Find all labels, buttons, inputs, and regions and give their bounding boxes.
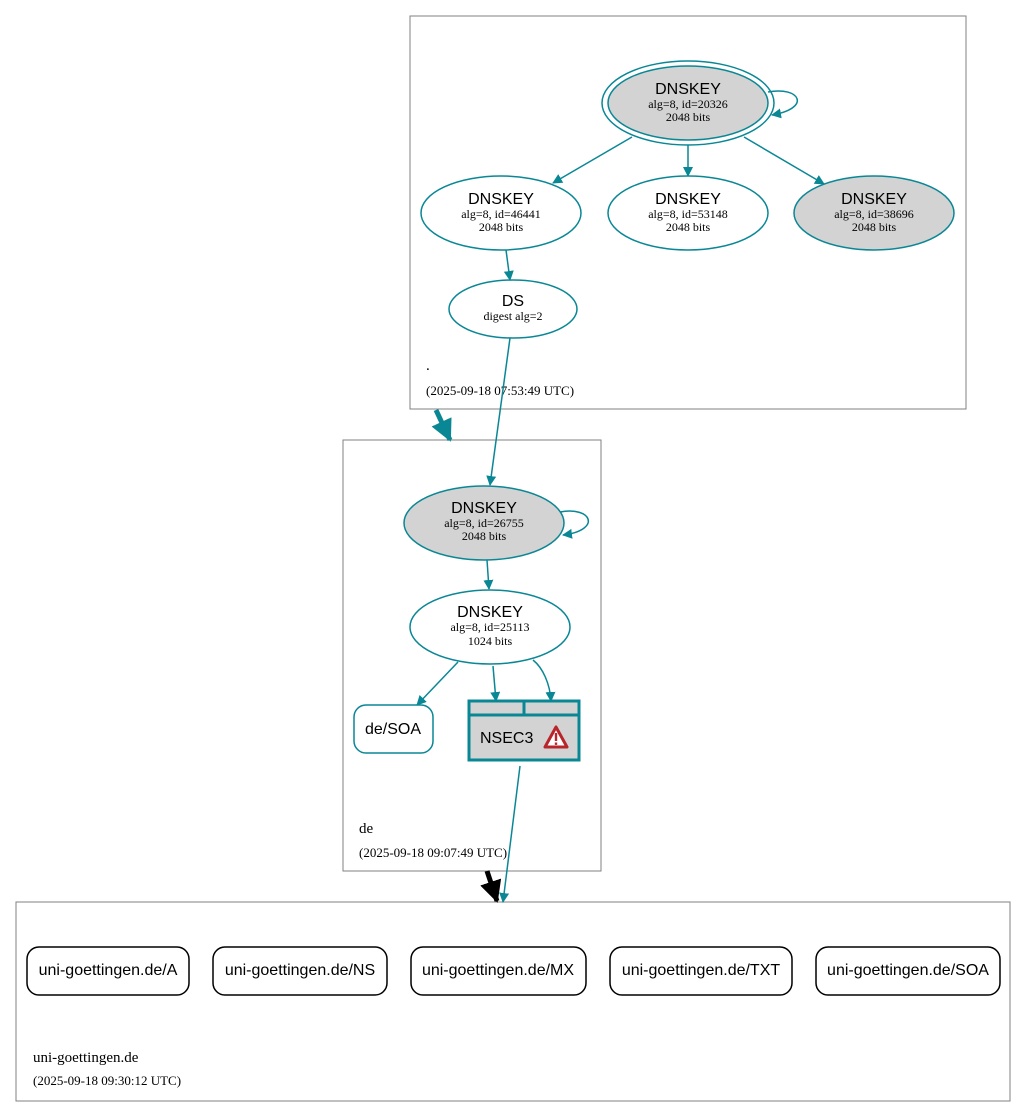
node-alg: alg=8, id=46441 xyxy=(461,207,541,221)
node-label: uni-goettingen.de/NS xyxy=(225,962,375,979)
node-alg: alg=8, id=53148 xyxy=(648,207,728,221)
node-uni-a[interactable]: uni-goettingen.de/A xyxy=(26,946,190,996)
zone-root-name: . xyxy=(426,358,430,374)
node-title: DNSKEY xyxy=(655,81,721,98)
node-label: de/SOA xyxy=(365,721,421,738)
zone-uni-name: uni-goettingen.de xyxy=(33,1050,139,1066)
node-label: uni-goettingen.de/SOA xyxy=(827,962,989,979)
node-alg: alg=8, id=20326 xyxy=(648,97,728,111)
node-de-ksk-26755[interactable]: DNSKEY alg=8, id=26755 2048 bits xyxy=(403,485,565,561)
node-uni-soa[interactable]: uni-goettingen.de/SOA xyxy=(815,946,1001,996)
node-uni-ns[interactable]: uni-goettingen.de/NS xyxy=(212,946,388,996)
node-bits: 2048 bits xyxy=(852,220,897,234)
edge-nsec3-uni xyxy=(499,765,521,903)
node-de-nsec3[interactable]: NSEC3 xyxy=(467,699,581,762)
node-de-soa[interactable]: de/SOA xyxy=(353,704,434,754)
node-bits: 2048 bits xyxy=(666,110,711,124)
node-de-dnskey-25113[interactable]: DNSKEY alg=8, id=25113 1024 bits xyxy=(409,589,571,665)
node-alg: alg=8, id=25113 xyxy=(450,620,529,634)
node-root-ksk-20326[interactable]: DNSKEY alg=8, id=20326 2048 bits xyxy=(601,60,775,146)
node-bits: 1024 bits xyxy=(468,634,513,648)
warning-icon xyxy=(543,725,569,749)
zone-uni-goettingen: uni-goettingen.de (2025-09-18 09:30:12 U… xyxy=(15,901,1011,1102)
zone-de-name: de xyxy=(359,821,374,837)
edge-de-zsk-nsec3-a xyxy=(490,665,501,702)
edge-root-ksk-self xyxy=(767,90,798,119)
node-title: DNSKEY xyxy=(451,500,517,517)
node-uni-mx[interactable]: uni-goettingen.de/MX xyxy=(410,946,587,996)
edge-de-zsk-soa xyxy=(416,661,459,706)
edge-root-ksk-zsk1 xyxy=(552,136,633,184)
edge-root-ksk-ksk2 xyxy=(743,136,825,185)
node-uni-txt[interactable]: uni-goettingen.de/TXT xyxy=(609,946,793,996)
zone-root-timestamp: (2025-09-18 07:53:49 UTC) xyxy=(426,383,574,398)
edge-ds-de-ksk xyxy=(486,337,511,486)
node-label: NSEC3 xyxy=(480,730,533,747)
node-bits: 2048 bits xyxy=(462,529,507,543)
edge-de-ksk-zsk xyxy=(483,559,494,590)
node-label: uni-goettingen.de/TXT xyxy=(622,962,781,979)
edge-delegation-root-de xyxy=(431,408,453,442)
node-title: DS xyxy=(502,293,524,310)
node-title: DNSKEY xyxy=(655,191,721,208)
node-alg: alg=8, id=26755 xyxy=(444,516,524,530)
edge-delegation-de-uni xyxy=(480,870,502,903)
edge-de-ksk-self xyxy=(559,510,589,539)
node-title: DNSKEY xyxy=(457,604,523,621)
zone-root: . (2025-09-18 07:53:49 UTC) xyxy=(409,15,967,410)
node-title: DNSKEY xyxy=(468,191,534,208)
node-bits: 2048 bits xyxy=(666,220,711,234)
node-root-dnskey-53148[interactable]: DNSKEY alg=8, id=53148 2048 bits xyxy=(607,175,769,251)
edges xyxy=(416,90,825,903)
node-root-dnskey-46441[interactable]: DNSKEY alg=8, id=46441 2048 bits xyxy=(420,175,582,251)
edge-root-zsk1-ds xyxy=(503,249,514,281)
node-label: uni-goettingen.de/MX xyxy=(422,962,574,979)
zone-de-timestamp: (2025-09-18 09:07:49 UTC) xyxy=(359,845,507,860)
node-root-dnskey-38696[interactable]: DNSKEY alg=8, id=38696 2048 bits xyxy=(793,175,955,251)
node-root-ds[interactable]: DS digest alg=2 xyxy=(448,279,578,339)
node-title: DNSKEY xyxy=(841,191,907,208)
node-digest: digest alg=2 xyxy=(483,309,542,323)
zone-de: de (2025-09-18 09:07:49 UTC) xyxy=(342,439,602,872)
edge-de-zsk-nsec3-b xyxy=(532,659,556,702)
node-bits: 2048 bits xyxy=(479,220,524,234)
zone-uni-timestamp: (2025-09-18 09:30:12 UTC) xyxy=(33,1073,181,1088)
node-label: uni-goettingen.de/A xyxy=(39,962,178,979)
node-alg: alg=8, id=38696 xyxy=(834,207,914,221)
